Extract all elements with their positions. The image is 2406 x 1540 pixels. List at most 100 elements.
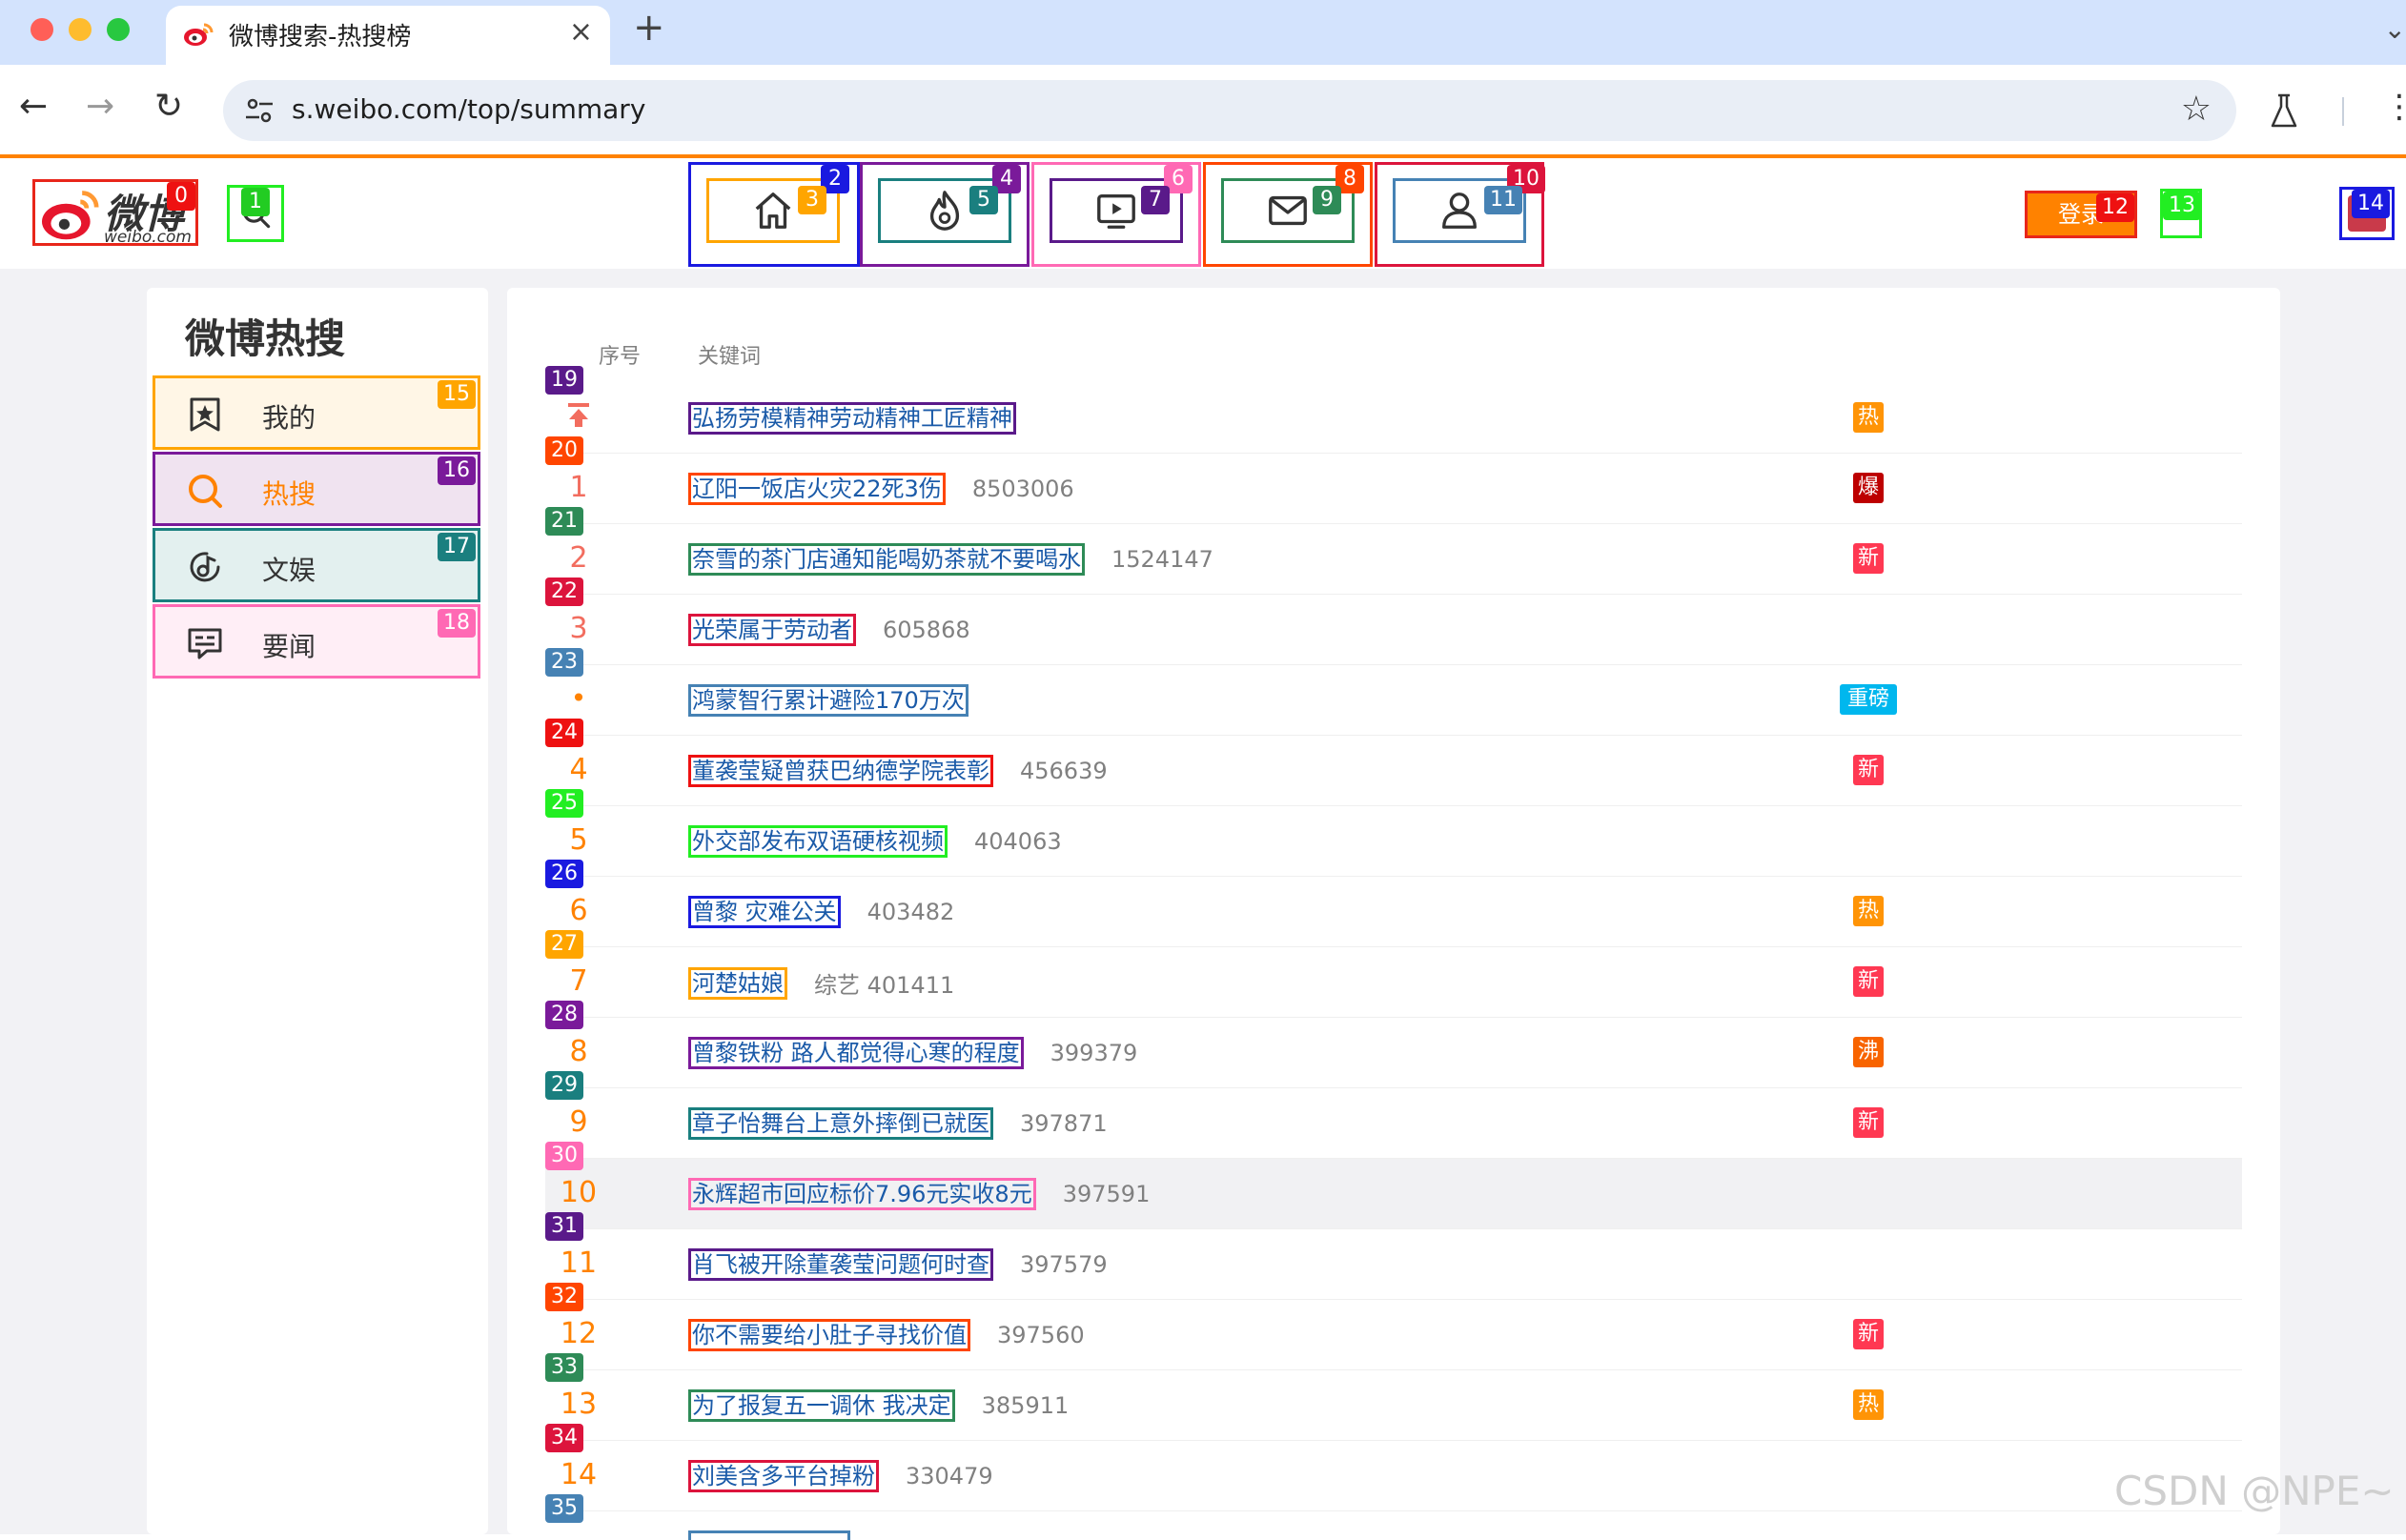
- browser-tab-active[interactable]: 微博搜索-热搜榜 ×: [166, 6, 610, 65]
- hot-tag-badge: 新: [1853, 1107, 1884, 1138]
- keyword-link[interactable]: 光荣属于劳动者: [688, 614, 856, 646]
- weibo-logo[interactable]: 微博 weibo.com 0: [32, 179, 198, 247]
- labs-flask-icon[interactable]: [2269, 91, 2299, 130]
- element-badge: 1: [241, 188, 270, 216]
- element-badge: 2: [821, 165, 849, 193]
- keyword-link[interactable]: 你不需要给小肚子寻找价值: [688, 1319, 970, 1351]
- header-action-button[interactable]: 13: [2160, 189, 2202, 238]
- rank-number: 11: [560, 1246, 598, 1280]
- element-badge: 3: [798, 186, 826, 214]
- keyword-link[interactable]: 辽阳一饭店火灾22死3伤: [688, 473, 946, 505]
- table-row[interactable]: 35: [545, 1494, 2242, 1540]
- keyword-link[interactable]: 曾黎铁粉 路人都觉得心寒的程度: [688, 1037, 1024, 1069]
- sidebar-item-news[interactable]: 要闻 18: [153, 604, 480, 679]
- video-icon: [1097, 193, 1135, 229]
- new-tab-icon[interactable]: +: [633, 6, 665, 50]
- heat-count: 456639: [1020, 758, 1108, 784]
- nav-home-button[interactable]: 2 3: [688, 162, 860, 267]
- rank-number: 6: [569, 894, 588, 927]
- heat-count: 399379: [1050, 1040, 1138, 1066]
- heat-count: 397579: [1020, 1251, 1108, 1278]
- news-message-icon: [188, 628, 222, 659]
- element-badge: 30: [545, 1142, 583, 1170]
- heat-count: 397871: [1020, 1110, 1108, 1137]
- heat-count: 1524147: [1111, 546, 1213, 573]
- header-search-button[interactable]: 1: [227, 185, 284, 242]
- site-settings-icon[interactable]: [244, 95, 275, 126]
- nav-video-button[interactable]: 6 7: [1031, 162, 1201, 267]
- url-text[interactable]: s.weibo.com/top/summary: [292, 93, 646, 125]
- bookmark-star-icon: [190, 397, 220, 432]
- keyword-link[interactable]: 章子怡舞台上意外摔倒已就医: [688, 1107, 993, 1140]
- header-corner-button[interactable]: 14: [2339, 187, 2395, 240]
- keyword-link[interactable]: 河楚姑娘: [688, 966, 787, 1000]
- element-badge: 18: [438, 609, 476, 638]
- toolbar-divider: [2342, 97, 2344, 126]
- keyword-link[interactable]: 为了报复五一调休 我决定: [688, 1389, 955, 1422]
- rank-number: 1: [569, 471, 588, 504]
- element-badge: 28: [545, 1001, 583, 1029]
- heat-count: 397591: [1062, 1181, 1151, 1207]
- keyword-link[interactable]: 刘美含多平台掉粉: [688, 1460, 879, 1492]
- keyword-link[interactable]: 鸿蒙智行累计避险170万次: [688, 684, 969, 717]
- keyword-link[interactable]: [688, 1530, 850, 1540]
- element-badge: 13: [2163, 192, 2201, 220]
- sidebar-item-hot-search[interactable]: 热搜 16: [153, 452, 480, 526]
- browser-menu-icon[interactable]: ⋮: [2383, 88, 2406, 126]
- column-header-keyword: 关键词: [698, 345, 762, 369]
- nav-hot-button[interactable]: 4 5: [860, 162, 1030, 267]
- keyword-link[interactable]: 奈雪的茶门店通知能喝奶茶就不要喝水: [688, 543, 1085, 576]
- forward-arrow-icon[interactable]: →: [86, 87, 115, 126]
- keyword-link[interactable]: 外交部发布双语硬核视频: [688, 825, 948, 858]
- maximize-window-button[interactable]: [107, 18, 130, 41]
- nav-profile-button[interactable]: 10 11: [1375, 162, 1545, 267]
- reload-icon[interactable]: ↻: [154, 87, 184, 126]
- hot-tag-badge: 新: [1853, 966, 1884, 997]
- rank-number: 13: [560, 1388, 598, 1421]
- close-window-button[interactable]: [31, 18, 53, 41]
- keyword-link[interactable]: 弘扬劳模精神劳动精神工匠精神: [688, 402, 1016, 435]
- minimize-window-button[interactable]: [69, 18, 92, 41]
- weibo-header: 微博 weibo.com 0 1 2 3 4 5: [0, 158, 2406, 269]
- keyword-cell: 肖飞被开除董袭莹问题何时查 397579: [688, 1248, 1108, 1281]
- keyword-cell: [688, 1530, 850, 1540]
- rank-number: 12: [560, 1317, 598, 1350]
- address-bar[interactable]: s.weibo.com/top/summary ☆: [223, 80, 2236, 141]
- element-badge: 25: [545, 789, 583, 818]
- sidebar-item-entertainment[interactable]: 文娱 17: [153, 528, 480, 602]
- login-button[interactable]: 登录 12: [2025, 191, 2137, 238]
- element-badge: 14: [2352, 190, 2390, 218]
- hot-tag-badge: 热: [1853, 1389, 1884, 1420]
- rank-number: 7: [569, 964, 588, 998]
- sidebar-item-mine[interactable]: 我的 15: [153, 375, 480, 450]
- pinned-top-icon: [545, 400, 612, 436]
- keyword-link[interactable]: 肖飞被开除董袭莹问题何时查: [688, 1248, 993, 1281]
- tab-close-icon[interactable]: ×: [568, 15, 593, 49]
- element-badge: 21: [545, 507, 583, 536]
- bookmark-star-icon[interactable]: ☆: [2180, 90, 2212, 129]
- keyword-link[interactable]: 曾黎 灾难公关: [688, 896, 841, 928]
- nav-message-button[interactable]: 8 9: [1203, 162, 1373, 267]
- back-arrow-icon[interactable]: ←: [19, 87, 49, 126]
- tab-search-chevron-icon[interactable]: ⌄: [2383, 13, 2406, 45]
- keyword-link[interactable]: 董袭莹疑曾获巴纳德学院表彰: [688, 755, 993, 787]
- keyword-link[interactable]: 永辉超市回应标价7.96元实收8元: [688, 1178, 1036, 1210]
- element-badge: 11: [1484, 186, 1522, 214]
